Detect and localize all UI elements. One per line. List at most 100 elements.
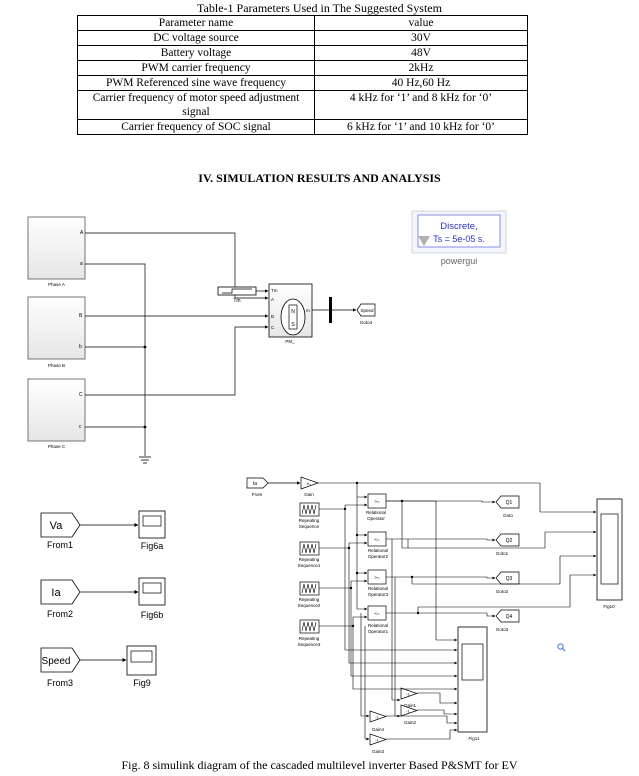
small-gain-block[interactable]: -1 Gain4 (369, 710, 388, 732)
goto-label: Goto4 (360, 320, 373, 325)
powergui-block[interactable]: Discrete, Ts = 5e-05 s. powergui (411, 210, 507, 266)
port-label: m (306, 308, 310, 313)
small-gain-block[interactable]: -1 Gain1 (400, 687, 419, 708)
goto-text: Q4 (506, 614, 513, 620)
phase-c-block[interactable]: C c Phase C (27, 378, 86, 449)
ground-icon (139, 456, 151, 464)
port-label: B (79, 313, 83, 319)
goto-label: Goto2 (496, 589, 509, 594)
scope-group-va[interactable]: Va From1 Fig6a (40, 510, 166, 551)
phase-wiring (85, 232, 269, 456)
table-cell: Carrier frequency of motor speed adjustm… (77, 90, 315, 120)
phase-b-block[interactable]: B b Phase B (27, 296, 86, 368)
gain-value: -1 (375, 738, 379, 743)
tm-constant-block[interactable]: Tm (217, 286, 269, 304)
operator-symbol: <= (374, 611, 380, 616)
from-text: Va (50, 520, 64, 532)
demux-bar (329, 297, 332, 323)
goto-label: Goto1 (496, 551, 509, 556)
port-label: Tm (271, 288, 278, 293)
from-ia-tag[interactable]: Ia From (246, 477, 269, 497)
from-label: From2 (47, 609, 73, 619)
fig10-scope[interactable]: Fig10 (596, 498, 623, 609)
wire-junction (343, 481, 420, 628)
pm-motor-block[interactable]: N S Tm A B C m PM_ (268, 283, 313, 344)
phase-b-label: Phase B (48, 363, 65, 368)
scope-group-ia[interactable]: Ia From2 Fig6b (40, 577, 166, 620)
scope-label: Fig6b (141, 610, 164, 620)
port-label: a (80, 261, 83, 267)
port-label: C (271, 325, 275, 330)
table-cell: Carrier frequency of SOC signal (77, 119, 315, 135)
port-label: b (79, 344, 82, 350)
table-cell: PWM Referenced sine wave frequency (77, 75, 315, 91)
block-label-line2: Sequence (299, 524, 320, 529)
table-row: Carrier frequency of motor speed adjustm… (77, 90, 528, 120)
goto-tag[interactable]: Q2 Goto1 (495, 533, 520, 556)
table-caption: Table-1 Parameters Used in The Suggested… (197, 1, 442, 15)
gain-label: Gain4 (372, 727, 385, 732)
fig11-scope[interactable]: Fig11 (457, 626, 488, 741)
operator-symbol: >= (374, 575, 380, 580)
block-label-line2: Sequence3 (298, 642, 321, 647)
goto-tag[interactable]: Q3 Goto2 (495, 571, 520, 594)
table-cell: 6 kHz for ‘1’ and 10 kHz for ‘0’ (314, 119, 528, 135)
gain-label: Gain (304, 492, 314, 497)
repeating-sequence-block[interactable]: Repeating Sequence (299, 502, 320, 529)
scope-group-speed[interactable]: Speed From3 Fig9 (40, 645, 157, 688)
operator-symbol: >= (374, 499, 380, 504)
relational-operator-block[interactable]: >= Relational Operator3 (367, 569, 389, 597)
phase-c-label: Phase C (48, 444, 66, 449)
gain-value: K- (307, 481, 312, 486)
gain-value: -1 (406, 692, 410, 697)
control-wiring (318, 482, 597, 741)
from-label: From1 (47, 540, 73, 550)
relational-operator-block[interactable]: >= Relational Operator (366, 493, 387, 521)
block-label-line1: Relational (368, 586, 388, 591)
scope-label: Fig9 (133, 678, 151, 688)
relational-operator-block[interactable]: <= Relational Operator2 (367, 531, 389, 559)
svg-text:S: S (291, 322, 295, 328)
gain-value: -1 (406, 709, 410, 714)
goto-text: Speed (360, 308, 374, 313)
figure-caption: Fig. 8 simulink diagram of the cascaded … (121, 758, 518, 772)
repeating-sequence-block[interactable]: Repeating Sequence1 (298, 541, 321, 568)
block-label-line2: Operator (367, 516, 385, 521)
goto-text: Q2 (506, 538, 513, 544)
from-text: Ia (51, 587, 61, 599)
relational-operator-block[interactable]: <= Relational Operator1 (367, 605, 389, 634)
gain-block[interactable]: K- Gain (300, 476, 320, 497)
repeating-sequence-block[interactable]: Repeating Sequence3 (298, 619, 321, 647)
goto-tag[interactable]: Q4 Goto3 (495, 609, 520, 632)
port-label: A (80, 230, 84, 236)
from-label: From3 (47, 678, 73, 688)
table-header-row: Parameter name value (77, 15, 528, 31)
section-heading: IV. SIMULATION RESULTS AND ANALYSIS (198, 171, 441, 185)
block-label-line1: Repeating (299, 518, 320, 523)
goto-label: Goto3 (496, 627, 509, 632)
block-label-line2: Sequence1 (298, 563, 321, 568)
block-label-line2: Operator3 (368, 592, 389, 597)
operator-symbol: <= (374, 537, 380, 542)
gain-label: Gain1 (404, 703, 417, 708)
pm-label: PM_ (285, 339, 295, 344)
powergui-line1: Discrete, (440, 221, 477, 232)
table-cell: 48V (314, 45, 528, 61)
scope-label: Fig6a (141, 541, 164, 551)
powergui-label: powergui (441, 256, 478, 266)
goto-text: Q3 (506, 576, 513, 582)
repeating-sequence-block[interactable]: Repeating Sequence2 (298, 581, 321, 608)
speed-goto-tag[interactable]: Speed Goto4 (356, 303, 376, 325)
gain-label: Gain3 (372, 749, 385, 754)
small-gain-block[interactable]: -1 Gain3 (369, 733, 388, 754)
block-label-line1: Repeating (299, 557, 320, 562)
block-label-line1: Relational (366, 510, 386, 515)
small-gain-block[interactable]: -1 Gain2 (400, 704, 419, 725)
phase-a-block[interactable]: A a Phase A (27, 216, 86, 287)
goto-tag[interactable]: Q1 Goto (495, 495, 520, 518)
zoom-magnifier-icon[interactable] (557, 643, 566, 652)
